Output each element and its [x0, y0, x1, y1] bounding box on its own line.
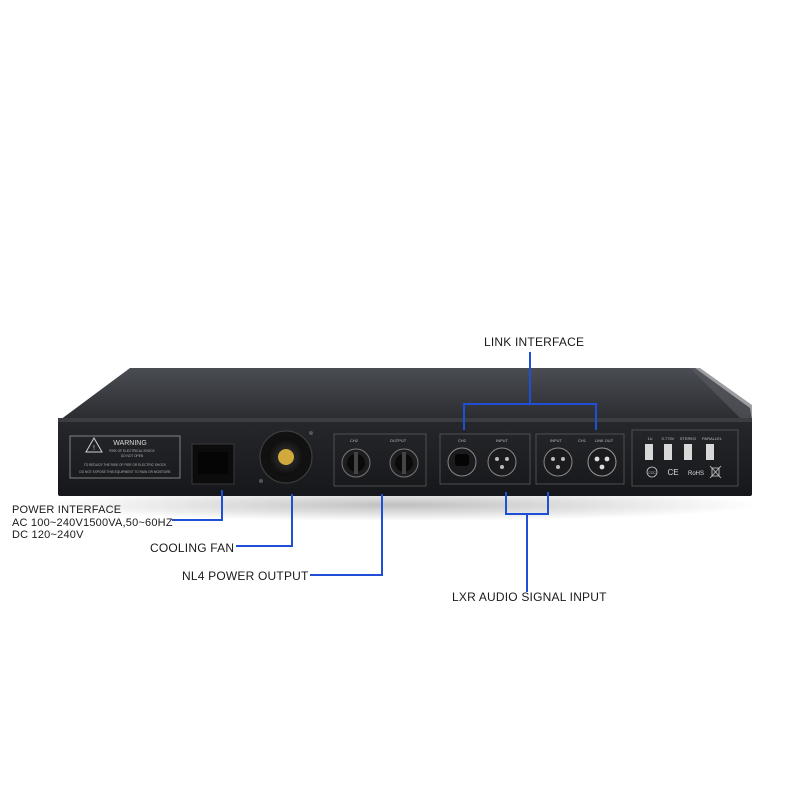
xlr-link-out-connector [587, 447, 617, 477]
warning-line-3: TO REDUCE THE RISK OF FIRE OR ELECTRIC S… [84, 463, 167, 467]
power-interface-label: POWER INTERFACE [12, 504, 122, 516]
link-out-label: LINK OUT [595, 438, 614, 443]
settings-panel [631, 429, 739, 487]
ch2-output-label: CH2 [350, 438, 359, 443]
rohs-mark: RoHS [688, 471, 704, 477]
warning-sticker [69, 435, 181, 479]
ch2-input-section [439, 433, 531, 485]
nl4-leader-line [310, 494, 383, 576]
power-spec-dc: DC 120~240V [12, 529, 84, 541]
xlr-input-connector [487, 447, 517, 477]
chassis-edge [690, 368, 752, 420]
warning-triangle-icon [85, 436, 103, 453]
ch2-label: CH2 [458, 438, 467, 443]
xlr-link-connector [447, 447, 477, 477]
ch1-input-section [535, 433, 625, 485]
fan-leader-line [236, 494, 293, 547]
warning-line-2: DO NOT OPEN [121, 454, 144, 458]
audio-input-label: LXR AUDIO SIGNAL INPUT [452, 590, 607, 604]
input-label-ch1: INPUT [550, 438, 563, 443]
ce-mark: CE [667, 468, 678, 477]
nl4-connector [341, 448, 371, 478]
ccc-mark: CCC [648, 471, 656, 475]
link-interface-label: LINK INTERFACE [484, 335, 585, 349]
svg-text:!: ! [93, 445, 95, 452]
fan-screw [259, 479, 263, 483]
link-bracket [463, 403, 597, 430]
nl4-connector [389, 448, 419, 478]
warning-title: WARNING [113, 440, 147, 447]
power-leader-line [172, 490, 223, 521]
mode-sensitivity: 0.775V [662, 436, 675, 441]
fan-screw [309, 431, 313, 435]
warning-line-1: RISK OF ELECTRICAL SHOCK [109, 449, 155, 453]
xlr-input-connector [543, 447, 573, 477]
leader-lines [172, 352, 597, 592]
mode-1u: 1U [647, 436, 652, 441]
input-label: INPUT [496, 438, 509, 443]
output-section [333, 433, 427, 487]
dip-switches [645, 444, 714, 460]
rear-panel-lip [58, 418, 752, 422]
cooling-fan-label: COOLING FAN [150, 541, 235, 555]
floor-shadow [40, 489, 760, 521]
mode-stereo: STEREO [680, 436, 696, 441]
warning-line-4: DO NOT EXPOSE THIS EQUIPMENT TO RAIN OR … [79, 470, 170, 474]
weee-bin-icon [709, 465, 722, 479]
mode-parallel: PARALLEL [702, 436, 723, 441]
nl4-output-label: NL4 POWER OUTPUT [182, 569, 309, 583]
fan-sticker [278, 449, 294, 465]
ch1-label: CH1 [578, 438, 587, 443]
output-label: OUTPUT [390, 438, 407, 443]
power-spec-ac: AC 100~240V1500VA,50~60HZ [12, 517, 173, 529]
ccc-mark-icon [646, 466, 658, 478]
chassis-top [60, 368, 752, 420]
power-socket [198, 452, 228, 474]
